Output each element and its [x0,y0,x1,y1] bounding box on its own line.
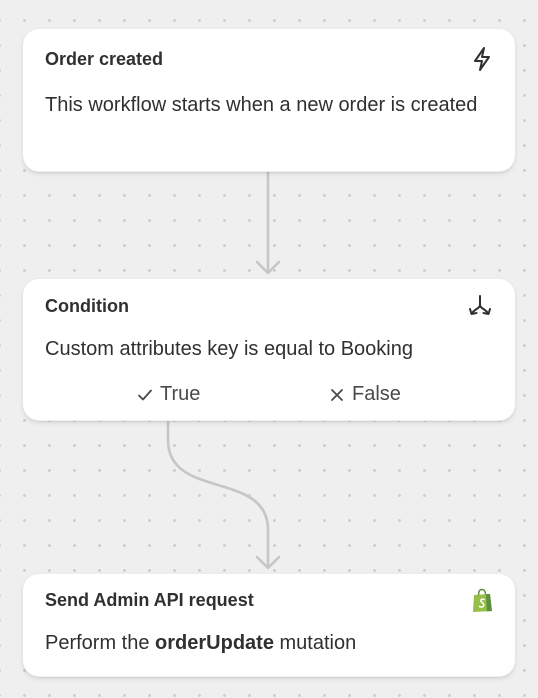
branch-false[interactable]: False [328,383,401,406]
action-title: Send Admin API request [45,590,254,610]
action-description: Perform the orderUpdate mutation [23,627,515,660]
connector-arrowhead-action [255,555,281,570]
branch-true[interactable]: True [136,383,200,406]
condition-description: Custom attributes key is equal to Bookin… [45,338,413,360]
check-icon [138,389,152,400]
trigger-card[interactable]: Order created This workflow starts when … [23,29,515,172]
trigger-card-header: Order created [23,29,515,89]
condition-title: Condition [45,295,129,316]
connector-true-to-action [166,420,270,569]
trigger-description: This workflow starts when a new order is… [45,94,478,116]
action-description-prefix: Perform the [45,632,156,654]
condition-card-header: Condition [23,279,515,333]
branch-true-label: True [160,383,201,405]
connector-arrowhead-condition [255,260,281,275]
action-description-suffix: mutation [273,632,357,654]
trigger-title: Order created [45,48,164,69]
branch-row: True False [23,383,515,411]
x-icon [331,388,343,401]
lightning-icon [471,46,493,72]
branch-false-label: False [352,383,401,405]
action-mutation-name: orderUpdate [155,632,274,654]
branch-icon [467,294,493,318]
condition-card[interactable]: Condition Custom attributes key is equal… [23,279,515,421]
action-card[interactable]: Send Admin API request Perform the order… [23,574,515,677]
shopify-bag-icon [471,588,493,613]
action-card-header: Send Admin API request [23,574,515,627]
